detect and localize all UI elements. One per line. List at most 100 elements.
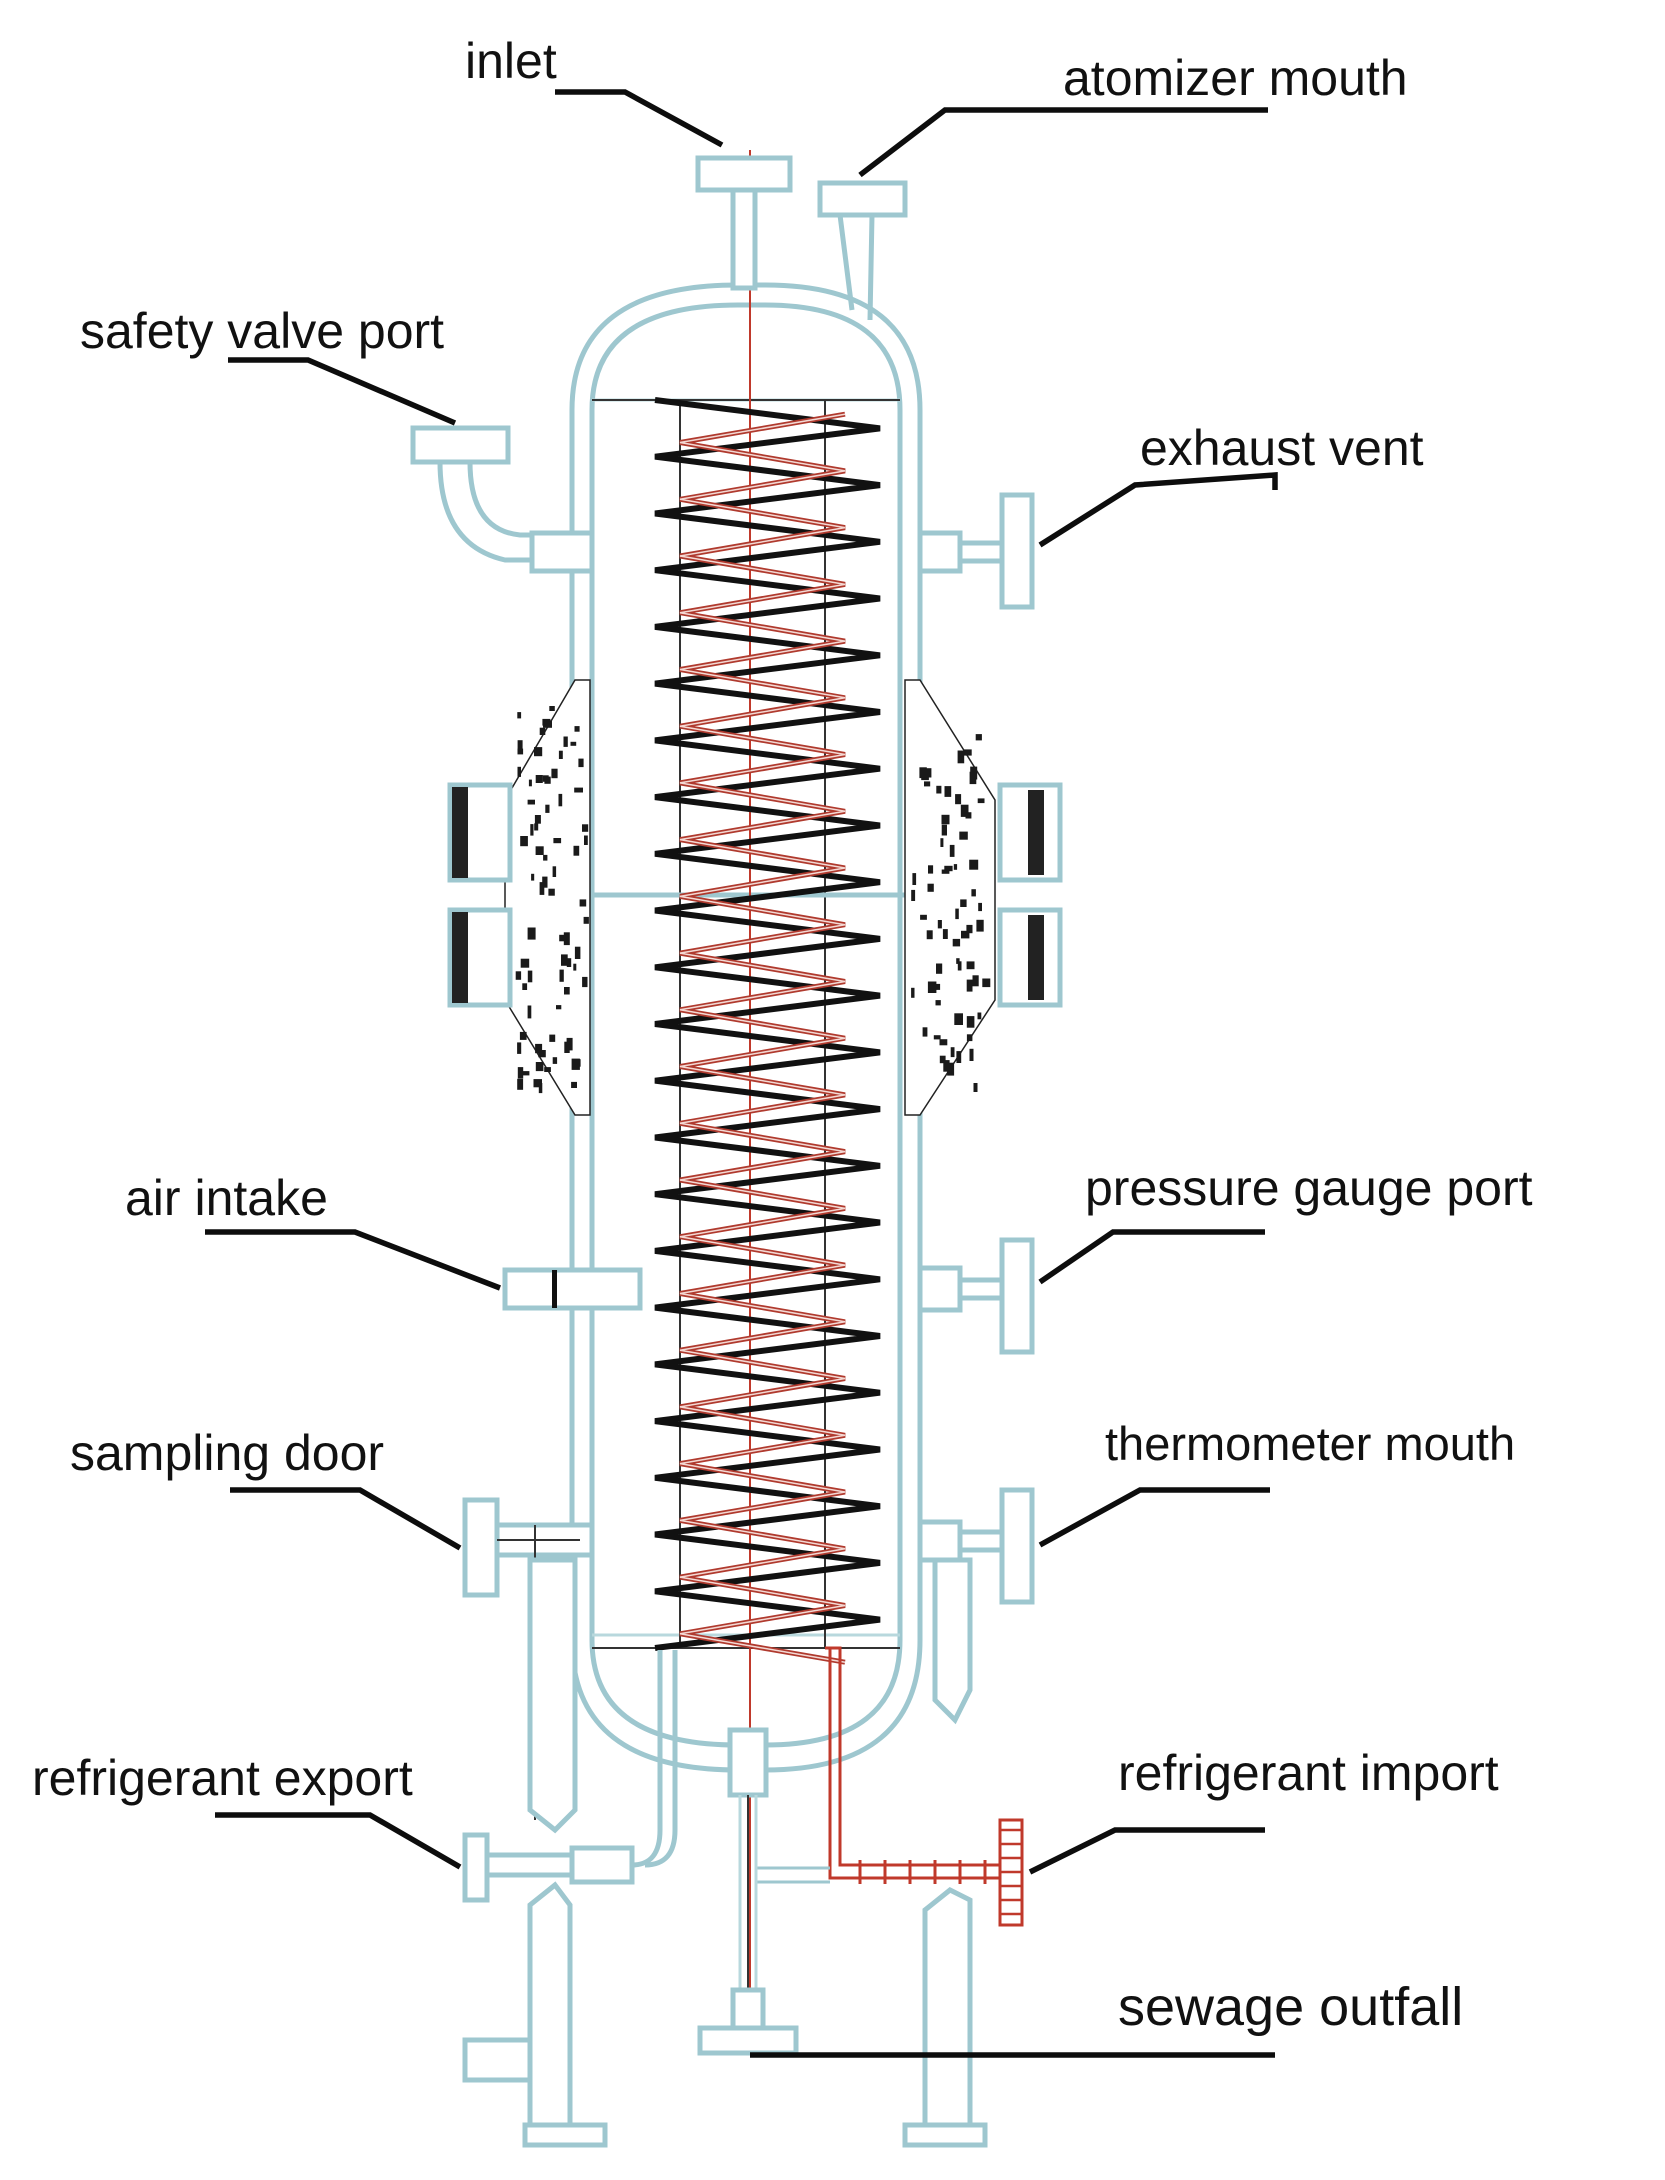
atomizer-nozzle [817, 180, 908, 321]
packing-particle [956, 1051, 962, 1063]
packing-particle [960, 899, 967, 907]
packing-particle [582, 824, 589, 832]
leader-safety-valve [228, 357, 457, 426]
packing-particle [527, 1005, 532, 1019]
packing-particle [971, 889, 976, 897]
packing-particle [969, 1048, 974, 1061]
packing-particle [969, 859, 979, 870]
packing-particle [552, 866, 557, 877]
label-inlet: inlet [465, 33, 557, 89]
packing-particle [966, 924, 973, 934]
packing-particle [584, 835, 588, 845]
packing-particle [544, 1067, 551, 1072]
packing-particle [566, 958, 572, 967]
packing-particle [933, 983, 941, 990]
packing-particle [517, 766, 521, 777]
packing-particle [564, 987, 570, 995]
packing-particle [538, 1083, 543, 1094]
packing-right-icon [904, 679, 996, 1116]
packing-particle [941, 869, 950, 874]
packing-particle [573, 845, 580, 856]
packing-particle [570, 741, 577, 746]
coil-icon [654, 397, 881, 1665]
packing-particle [564, 1041, 570, 1053]
label-pressure-gauge-port: pressure gauge port [1085, 1160, 1533, 1216]
packing-particle [966, 979, 973, 992]
legs [462, 1557, 988, 2148]
packing-particle [531, 873, 535, 881]
packing-particle [517, 740, 523, 753]
packing-particle [927, 883, 934, 892]
packing-particle [534, 747, 543, 757]
sewage-outfall-nozzle [697, 1727, 799, 2056]
label-thermometer-mouth: thermometer mouth [1105, 1417, 1515, 1470]
packing-particle [534, 815, 541, 824]
packing-particle [543, 854, 548, 861]
pressure-gauge-nozzle [917, 1237, 1035, 1355]
packing-particle [538, 1050, 546, 1058]
leader-thermometer [1038, 1487, 1270, 1548]
packing-particle [578, 758, 584, 768]
packing-particle [944, 865, 953, 872]
packing-particle [534, 823, 539, 831]
packing-particle [943, 1060, 950, 1072]
packing-particle [563, 932, 570, 946]
exhaust-vent-nozzle [917, 492, 1035, 610]
label-air-intake: air intake [125, 1170, 328, 1226]
packing-particle [571, 1081, 577, 1088]
packing-particle [941, 824, 947, 836]
label-refrigerant-export: refrigerant export [32, 1750, 413, 1806]
packing-particle [921, 768, 929, 781]
packing-left-icon [504, 679, 591, 1116]
packing-particle [976, 919, 984, 932]
packing-particle [977, 798, 985, 804]
packing-particle [978, 902, 982, 912]
packing-particle [579, 899, 587, 907]
packing-particle [563, 736, 568, 747]
packing-particle [941, 814, 950, 825]
packing-particle [517, 1078, 524, 1090]
packing-particle [542, 876, 548, 888]
packing-particle [559, 969, 564, 982]
packing-particle [954, 1013, 963, 1025]
packing-particle [527, 927, 536, 940]
packing-particle [527, 799, 535, 805]
packing-particle [966, 1016, 975, 1028]
packing-particle [966, 1034, 973, 1042]
packing-particle [960, 804, 969, 817]
thermometer-nozzle [917, 1487, 1035, 1605]
packing-particle [520, 958, 530, 968]
packing-particle [515, 971, 522, 980]
packing-particle [548, 888, 555, 896]
packing-particle [517, 1067, 524, 1079]
packing-particle [936, 785, 942, 794]
packing-particle [535, 846, 544, 855]
packing-particle [535, 775, 543, 783]
side-flanges [447, 782, 1063, 1008]
packing-particle [952, 938, 961, 947]
refrigerant-export-nozzle [462, 1650, 678, 1903]
leader-sampling-door [230, 1487, 462, 1551]
packing-particle [961, 930, 970, 939]
leader-refrigerant-import [1028, 1827, 1265, 1875]
packing-particle [553, 838, 562, 844]
packing-particle [982, 978, 991, 988]
packing-particle [928, 865, 934, 874]
packing-particle [927, 981, 937, 993]
air-intake-nozzle [502, 1267, 643, 1311]
packing-particle [924, 781, 931, 787]
packing-particle [574, 946, 581, 959]
packing-particle [535, 1062, 544, 1072]
packing-particle [936, 963, 943, 974]
packing-particle [535, 1043, 543, 1054]
packing-particle [957, 750, 965, 764]
packing-particle [969, 771, 977, 785]
packing-particle [556, 1005, 562, 1010]
packing-particle [975, 734, 982, 741]
packing-particle [959, 831, 968, 840]
packing-particle [957, 961, 962, 971]
packing-particle [926, 930, 933, 940]
packing-particle [549, 1034, 556, 1042]
packing-particle [574, 787, 583, 793]
